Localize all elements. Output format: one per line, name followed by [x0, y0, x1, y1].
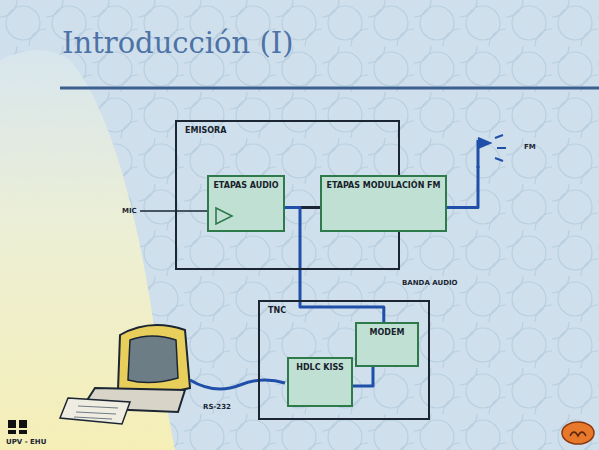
- box-heading: TNC: [268, 306, 286, 316]
- device-box: TNC MODEM HDLC KISS: [258, 300, 430, 420]
- modem-box: MODEM: [355, 322, 419, 367]
- protocol-box: HDLC KISS: [287, 357, 353, 407]
- box-heading: EMISORA: [185, 126, 226, 136]
- logo-text: UPV - EHU: [6, 438, 46, 446]
- signal-label: RS-232: [203, 403, 231, 411]
- box-label: ETAPAS AUDIO: [213, 181, 278, 191]
- stage-box: ETAPAS MODULACIÓN FM: [320, 175, 447, 232]
- signal-label: MIC: [122, 207, 137, 215]
- signal-wire: [353, 367, 373, 386]
- slide-title: Introducción (I): [62, 26, 294, 60]
- box-label: MODEM: [370, 328, 405, 338]
- device-box: EMISORAETAPAS AUDIOETAPAS MODULACIÓN FM: [175, 120, 400, 270]
- antenna-feed: [447, 166, 478, 208]
- stage-box: ETAPAS AUDIO: [207, 175, 285, 232]
- signal-label: FM: [524, 143, 536, 151]
- signal-label: BANDA AUDIO: [402, 279, 458, 287]
- box-label: ETAPAS MODULACIÓN FM: [326, 181, 440, 191]
- box-label: HDLC KISS: [296, 363, 343, 373]
- amplifier-symbol: [213, 205, 235, 227]
